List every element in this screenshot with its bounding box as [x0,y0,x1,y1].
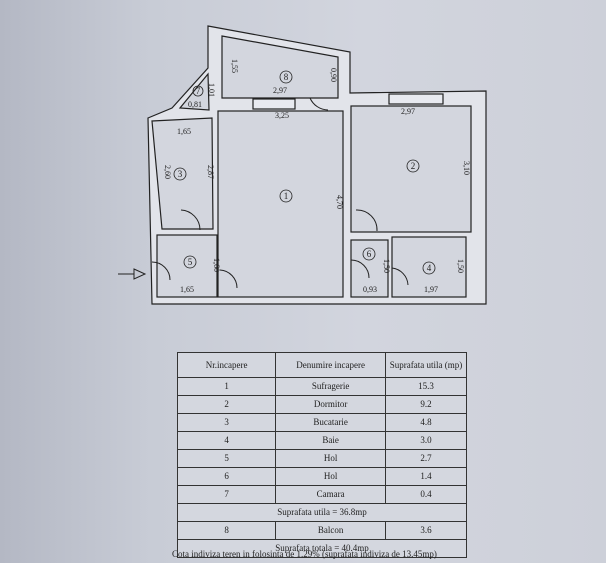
room-area: 3.6 [385,521,467,540]
header-nr: Nr.incapere [176,352,277,378]
entrance-arrow-icon [118,268,147,280]
room-area: 15.3 [385,377,467,396]
room-area: 0.4 [385,485,467,504]
dimension-label: 1,01 [207,83,216,97]
room-4 [391,236,467,298]
dimension-label: 3,10 [462,161,471,175]
dimension-label: 1,65 [180,285,194,294]
dimension-label: 2,97 [273,86,287,95]
room-nr: 8 [176,521,277,540]
room-name: Baie [275,431,387,450]
room-3 [151,117,214,230]
subtotal-row: Suprafata utila = 36.8mp [177,503,467,522]
subtotal: Suprafata utila = 36.8mp [177,503,467,522]
dimension-label: 3,25 [275,111,289,120]
room-number: 6 [367,249,372,259]
dimension-label: 1,55 [230,59,239,73]
dimension-label: 1,50 [456,259,465,273]
room-2 [350,105,472,233]
room-number: 1 [284,191,289,201]
dimension-label: 1,97 [424,285,438,294]
room-8-balcony [221,35,339,99]
door-swing [350,259,370,279]
room-name: Dormitor [275,395,387,414]
door-swing [309,97,329,111]
dimension-label: 1,60 [212,258,221,272]
total-row: Suprafata totala = 40.4mp [177,539,467,558]
dimension-label: 2,87 [206,165,215,179]
total: Suprafata totala = 40.4mp [177,539,467,558]
room-nr: 4 [176,431,277,450]
table-row: 8 Balcon 3.6 [176,521,467,540]
table-header: Nr.incapere Denumire incapere Suprafata … [176,352,467,378]
room-name: Camara [275,485,387,504]
room-area: 9.2 [385,395,467,414]
door-swing [151,261,171,281]
room-1 [217,110,344,298]
dimension-label: 4,70 [335,195,344,209]
window [252,98,296,110]
room-5 [156,234,218,298]
header-name: Denumire incapere [275,352,387,378]
room-area-table: Nr.incapere Denumire incapere Suprafata … [176,352,467,558]
dimension-label: 0,93 [363,285,377,294]
room-nr: 6 [176,467,277,486]
room-number: 4 [427,263,432,273]
room-6 [350,239,389,298]
room-number: 8 [284,72,289,82]
room-nr: 7 [176,485,277,504]
room-name: Hol [275,467,387,486]
room-nr: 3 [176,413,277,432]
room-nr: 2 [176,395,277,414]
dimension-label: 0,81 [188,100,202,109]
header-area: Suprafata utila (mp) [385,352,467,378]
room-number: 2 [411,161,416,171]
window [388,93,444,105]
room-area: 2.7 [385,449,467,468]
dimension-label: 1,65 [177,127,191,136]
floor-plan: 1 2 3 4 5 6 7 8 2,97 3,25 2,97 1,65 1,65… [118,25,487,305]
land-share-note: Cota indiviza teren in folosinta de 1.29… [172,549,437,559]
dimension-label: 2,97 [401,107,415,116]
room-area: 4.8 [385,413,467,432]
room-area: 3.0 [385,431,467,450]
room-number: 5 [188,257,193,267]
door-swing [219,269,238,289]
room-nr: 1 [176,377,277,396]
room-7 [178,72,210,111]
dimension-label: 1,50 [382,259,391,273]
room-name: Sufragerie [275,377,387,396]
door-swing [355,209,378,232]
room-name: Hol [275,449,387,468]
dimension-label: 2,60 [163,165,172,179]
room-nr: 5 [176,449,277,468]
room-area: 1.4 [385,467,467,486]
dimension-label: 0,90 [329,68,338,82]
room-name: Bucatarie [275,413,387,432]
room-name: Balcon [275,521,387,540]
door-swing [180,209,201,231]
room-number: 7 [196,86,201,96]
door-swing [391,267,409,286]
room-number: 3 [178,169,183,179]
